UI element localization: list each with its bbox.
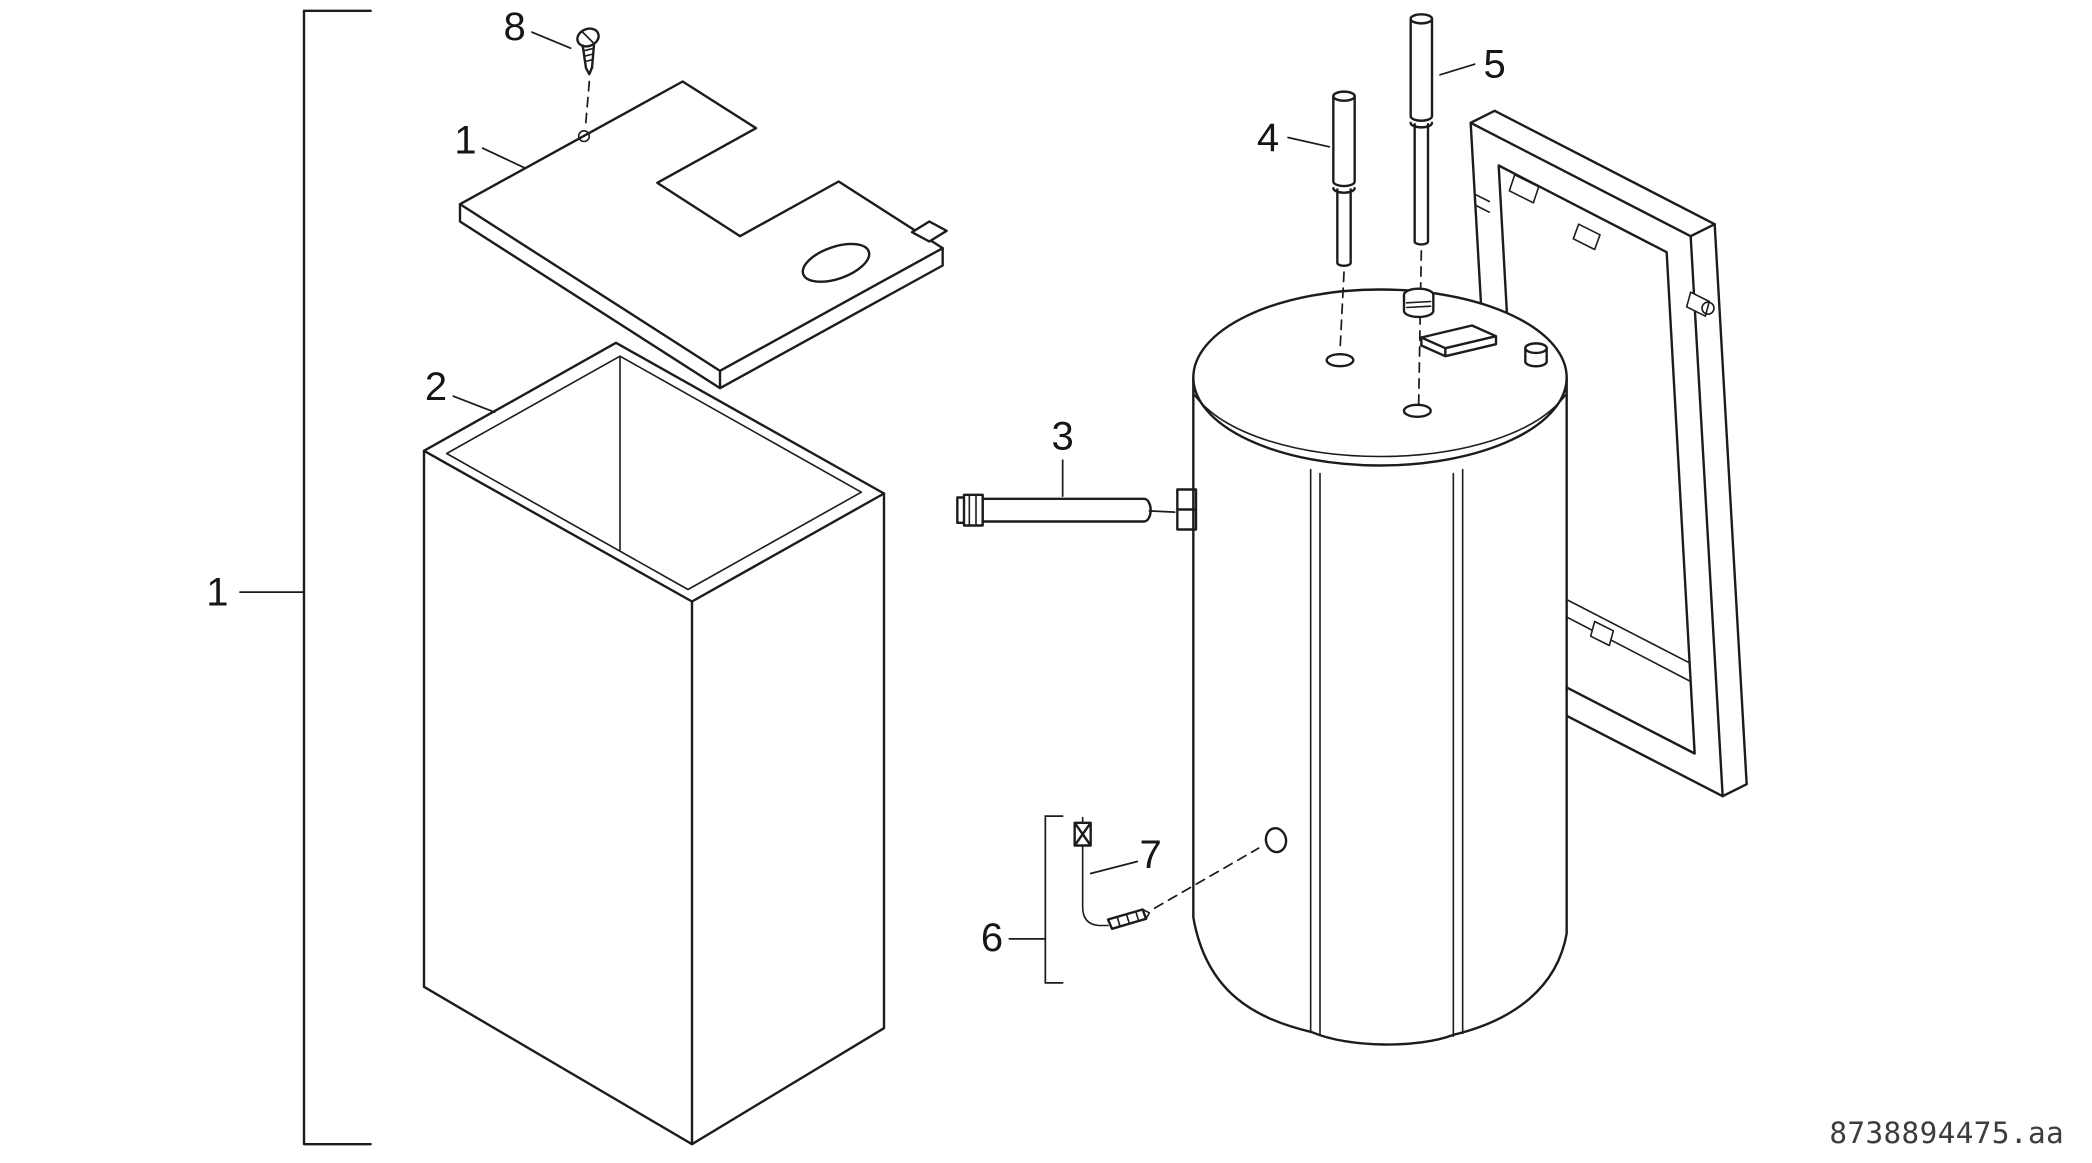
tube4-leader-line — [1287, 136, 1331, 148]
document-number: 8738894475.aa — [1829, 1116, 2064, 1150]
wall-bracket-clip-top — [1508, 174, 1540, 204]
sensor-probe-hatching — [1116, 911, 1140, 927]
sensor-probe — [1106, 908, 1148, 931]
casing-rim-outer — [422, 341, 886, 603]
tube5-centerline — [1417, 249, 1423, 406]
tank-top-hole-right — [1402, 403, 1432, 419]
top-cover-thickness-edges — [458, 202, 944, 390]
casing-leader-line — [452, 395, 496, 414]
screw-threads — [582, 47, 595, 63]
sensor-connector — [1073, 821, 1092, 847]
tank-side-slot — [1176, 488, 1198, 531]
wall-bracket-front-edges — [1469, 121, 1724, 798]
assembly-group-bracket: 1 — [206, 9, 372, 1146]
tank-lid-front-arc — [1192, 376, 1568, 467]
top-cover-leader-line — [481, 147, 527, 170]
sensor-leader-line — [1089, 860, 1139, 875]
tank-coupling-bush-body — [1402, 293, 1435, 319]
casing-body — [422, 449, 886, 1146]
sensor-probe-tip — [1141, 908, 1151, 920]
tank-part — [1176, 288, 1568, 1046]
screw-centerline — [584, 80, 591, 130]
tank-top-fitting-sides — [1524, 346, 1548, 368]
wall-bracket-crossbar-tab — [1589, 620, 1615, 647]
pipe-body — [981, 497, 1152, 523]
pipe-pointer-line — [1148, 509, 1176, 514]
sensor-pointer-line — [1153, 847, 1260, 910]
top-cover-part: 1 — [454, 80, 948, 390]
tank-facet-lines — [1309, 468, 1464, 1037]
screw-slot — [581, 30, 595, 45]
tube5-upper-body — [1409, 17, 1434, 129]
callout-label-tube4: 4 — [1257, 116, 1279, 160]
callout-label-sensor-group: 6 — [981, 916, 1003, 960]
wall-bracket-hook — [1685, 291, 1711, 317]
callout-label-casing: 2 — [425, 365, 447, 409]
callout-label-sensor: 7 — [1140, 833, 1162, 877]
callout-label-screw: 8 — [504, 5, 526, 49]
tube-4-part: 4 — [1257, 90, 1356, 352]
group-bracket-line — [302, 9, 372, 1146]
tank-sensor-pocket-hole — [1264, 827, 1288, 854]
tube4-cap — [1332, 90, 1356, 102]
tube4-upper-body — [1332, 94, 1356, 194]
top-cover-screw-hole — [577, 130, 591, 143]
callout-label-pipe: 3 — [1052, 415, 1074, 459]
wall-bracket-hole — [1701, 301, 1715, 315]
connection-pipe-part: 3 — [956, 415, 1176, 527]
tube4-lower-body — [1336, 188, 1352, 267]
tank-top-hole-left — [1325, 352, 1355, 368]
casing-part: 2 — [422, 341, 886, 1146]
top-cover-flue-hole — [801, 242, 871, 283]
tank-top-fitting — [1524, 342, 1548, 355]
screw-leader-line — [531, 31, 572, 50]
callout-label-assembly-group: 1 — [206, 571, 228, 615]
tube-5-part: 5 — [1402, 13, 1506, 406]
wall-bracket-clip-mid — [1572, 223, 1601, 251]
sensor-group-bracket — [1044, 815, 1064, 984]
top-cover-tab — [910, 220, 948, 243]
casing-rim-inner — [445, 355, 863, 591]
tube5-cap — [1409, 13, 1434, 25]
tank-outline — [1192, 288, 1568, 1046]
top-cover-face — [458, 80, 944, 373]
tube4-centerline — [1339, 271, 1345, 352]
sensor-part: 6 7 — [981, 815, 1260, 984]
callout-label-top-cover: 1 — [454, 119, 476, 163]
tank-top-rect-opening — [1420, 324, 1498, 358]
wall-bracket-notch-marks — [1475, 194, 1491, 213]
tank-coupling-bush-threads — [1405, 300, 1432, 309]
pipe-fitting-facets — [968, 494, 977, 527]
sensor-wire — [1081, 844, 1109, 927]
tank-lid-seam-arc — [1192, 392, 1568, 458]
callout-label-tube5: 5 — [1484, 43, 1506, 87]
tube5-lower-body — [1413, 122, 1430, 246]
tube5-leader-line — [1439, 63, 1476, 76]
screw-part: 8 — [504, 5, 600, 130]
